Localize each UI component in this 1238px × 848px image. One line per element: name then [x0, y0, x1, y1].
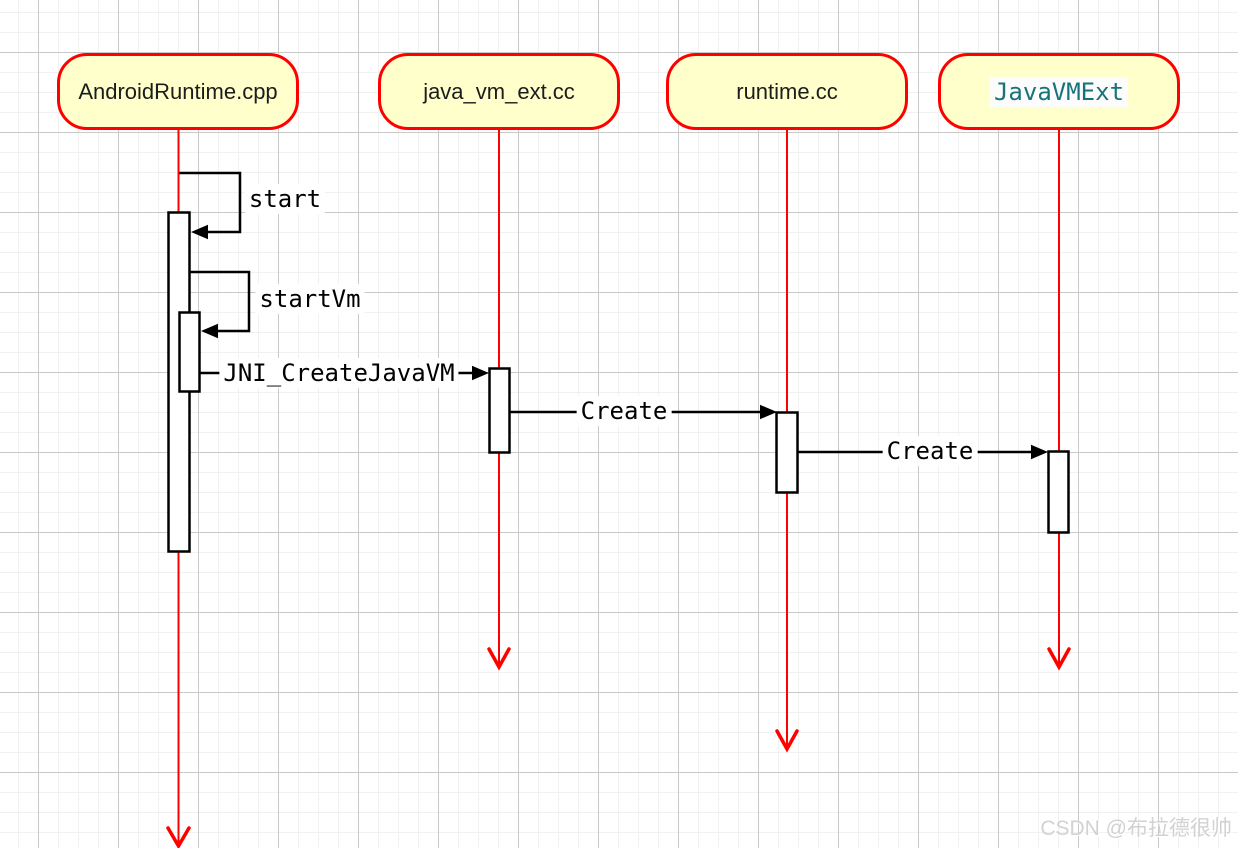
actor-javavmext: JavaVMExt [938, 53, 1180, 130]
activation-androidruntime-inner [178, 311, 201, 393]
activation-runtime [775, 411, 799, 494]
actor-runtime-cc-label: runtime.cc [736, 78, 838, 104]
actor-androidruntime-cpp: AndroidRuntime.cpp [57, 53, 299, 130]
actor-javavmext-label: JavaVMExt [989, 76, 1129, 107]
self-call-startvm-arrowhead [201, 323, 218, 339]
actor-runtime-cc: runtime.cc [666, 53, 908, 130]
message-label-startvm: startVm [255, 284, 365, 314]
activation-javavmext [1047, 450, 1070, 534]
self-call-start-line [179, 171, 242, 234]
lifeline-arrowhead-androidruntime [166, 826, 191, 848]
watermark: CSDN @布拉德很帅 [1040, 817, 1232, 840]
actor-java-vm-ext-cc-label: java_vm_ext.cc [423, 78, 575, 104]
message-create1-arrowhead [760, 404, 777, 420]
message-label-create2: Create [882, 436, 978, 466]
message-create2-arrowhead [1031, 444, 1048, 460]
actor-androidruntime-cpp-label: AndroidRuntime.cpp [78, 78, 278, 104]
message-label-create1: Create [576, 396, 672, 426]
message-jni-createjavavm-arrowhead [472, 365, 489, 381]
message-label-jni-createjavavm: JNI_CreateJavaVM [219, 358, 459, 388]
lifeline-arrowhead-javavmext [1047, 647, 1071, 671]
activation-java-vm-ext [488, 367, 511, 454]
self-call-start-arrowhead [191, 224, 208, 240]
self-call-startvm-line [190, 270, 251, 333]
actor-java-vm-ext-cc: java_vm_ext.cc [378, 53, 620, 130]
message-label-start: start [244, 184, 326, 214]
lifeline-arrowhead-java-vm-ext [487, 647, 511, 671]
lifeline-arrowhead-runtime [775, 729, 799, 753]
